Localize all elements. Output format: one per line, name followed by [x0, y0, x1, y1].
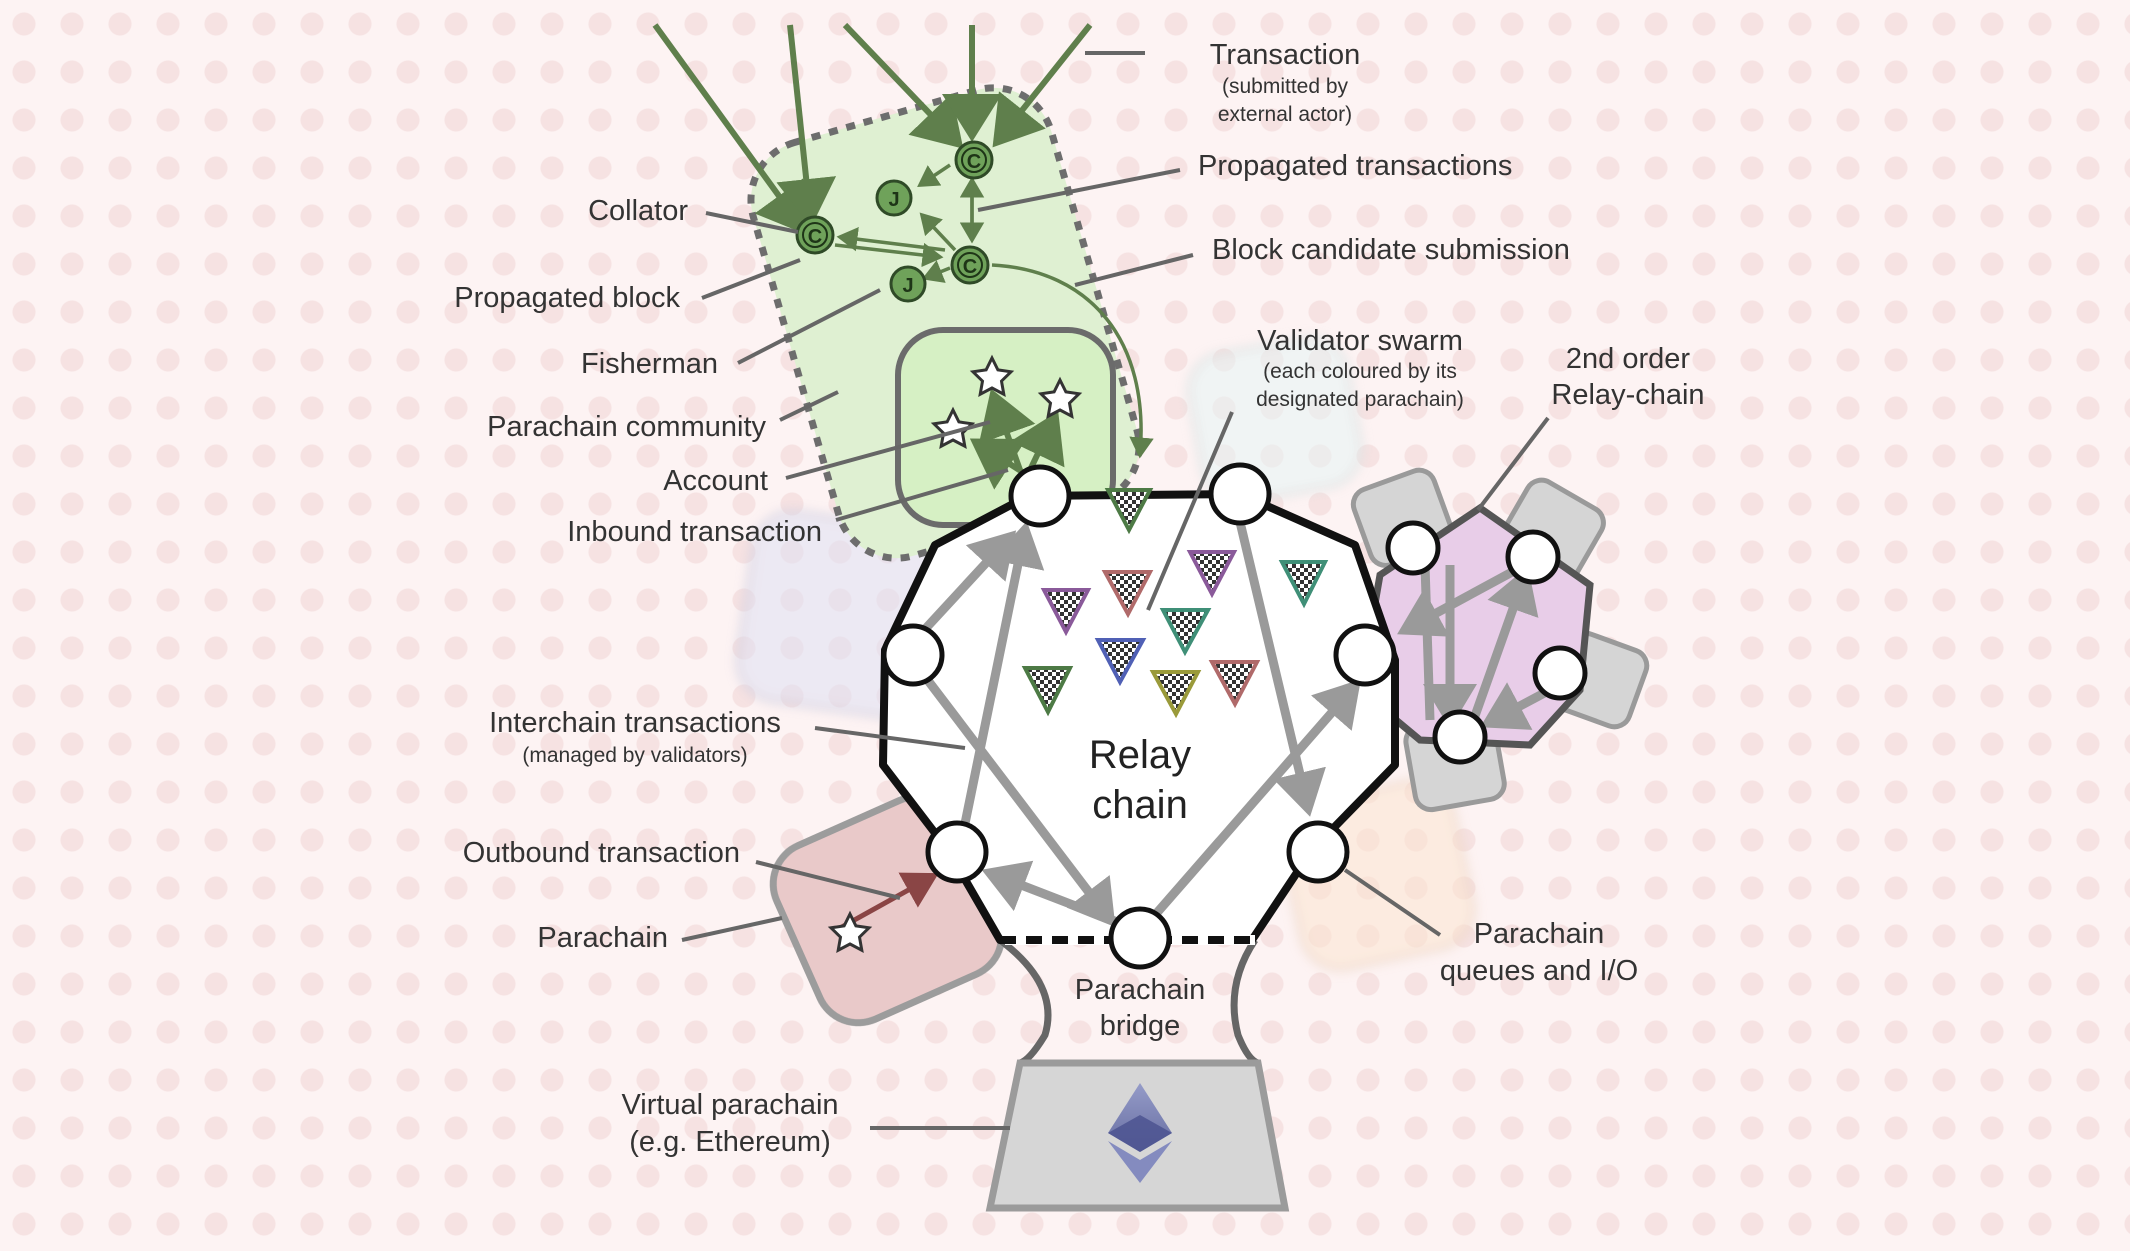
- validator-triangle: [1149, 670, 1202, 719]
- svg-text:J: J: [888, 189, 899, 211]
- validator-triangle: [1278, 560, 1329, 609]
- interchain-transactions-label: Interchain transactions: [489, 707, 781, 739]
- fisherman-node: J: [889, 265, 927, 303]
- virtual-parachain-label: (e.g. Ethereum): [629, 1126, 830, 1158]
- relay-nodes: [881, 462, 1397, 970]
- validator-triangle: [1208, 660, 1261, 709]
- validator-triangle: [1104, 488, 1154, 535]
- account-star-icon: [1037, 376, 1083, 419]
- validator-swarm-sublabel: (each coloured by its: [1263, 360, 1457, 383]
- transaction-sublabel: (submitted by: [1222, 75, 1349, 98]
- inbound-transaction-label: Inbound transaction: [567, 516, 822, 548]
- validator-triangle: [1186, 550, 1238, 599]
- svg-text:C: C: [963, 256, 977, 278]
- fisherman-label: Fisherman: [581, 348, 718, 380]
- parachain-community-label: Parachain community: [487, 411, 766, 443]
- validator-swarm: [1021, 488, 1329, 719]
- transaction-label: Transaction: [1210, 39, 1360, 71]
- collator-node: C: [795, 215, 835, 255]
- account-label: Account: [663, 465, 768, 497]
- interchain-arrows: [911, 520, 1361, 930]
- bridge-neck: [997, 937, 1260, 1067]
- parachain-queues-label: Parachain: [1474, 918, 1605, 950]
- propagated-transactions-label: Propagated transactions: [1198, 150, 1512, 182]
- validator-swarm-sublabel: designated parachain): [1256, 388, 1464, 411]
- relay-node: [925, 820, 989, 884]
- second-order-relay-chain: [1350, 467, 1650, 813]
- relay-chain-title-line2: chain: [1092, 783, 1188, 827]
- collator-label: Collator: [588, 195, 688, 227]
- relay-node: [1333, 623, 1397, 687]
- outbound-transaction-label: Outbound transaction: [463, 837, 740, 869]
- validator-triangle: [1021, 666, 1074, 717]
- propagated-block-label: Propagated block: [454, 282, 680, 314]
- fisherman-node: J: [875, 179, 913, 217]
- block-candidate-submission-label: Block candidate submission: [1212, 234, 1570, 266]
- svg-text:J: J: [902, 275, 913, 297]
- interchain-transactions-sublabel: (managed by validators): [522, 744, 747, 767]
- account-star-icon: [969, 354, 1015, 397]
- second-order-label: Relay-chain: [1551, 379, 1704, 411]
- ethereum-icon: [1108, 1083, 1172, 1183]
- validator-triangle: [1159, 608, 1212, 657]
- labels: Transaction (submitted by external actor…: [454, 39, 1704, 1158]
- collator-node: C: [950, 245, 990, 285]
- validator-swarm-label: Validator swarm: [1257, 325, 1463, 357]
- collator-node: C: [954, 140, 994, 180]
- parachain-bridge-label: bridge: [1100, 1010, 1181, 1042]
- parachain-label: Parachain: [537, 922, 668, 954]
- relay-chain-title-line1: Relay: [1089, 733, 1191, 777]
- parachain-bridge-node: [1108, 906, 1172, 970]
- relay-node: [881, 623, 945, 687]
- validator-triangle: [1094, 638, 1147, 687]
- virtual-parachain-label: Virtual parachain: [621, 1089, 838, 1121]
- relay-node: [1286, 820, 1350, 884]
- svg-text:C: C: [967, 151, 981, 173]
- transaction-sublabel: external actor): [1218, 103, 1352, 126]
- validator-triangle: [1101, 570, 1154, 619]
- leader-lines: [681, 51, 1550, 1130]
- relay-node: [1008, 464, 1072, 528]
- svg-text:C: C: [808, 226, 822, 248]
- validator-triangle: [1040, 588, 1092, 637]
- account-star-icon: [930, 406, 976, 449]
- second-order-label: 2nd order: [1566, 343, 1690, 375]
- parachain-bridge-label: Parachain: [1075, 974, 1206, 1006]
- account-star-icon: [827, 910, 873, 953]
- parachain-queues-label: queues and I/O: [1440, 955, 1638, 987]
- relay-node: [1208, 462, 1272, 526]
